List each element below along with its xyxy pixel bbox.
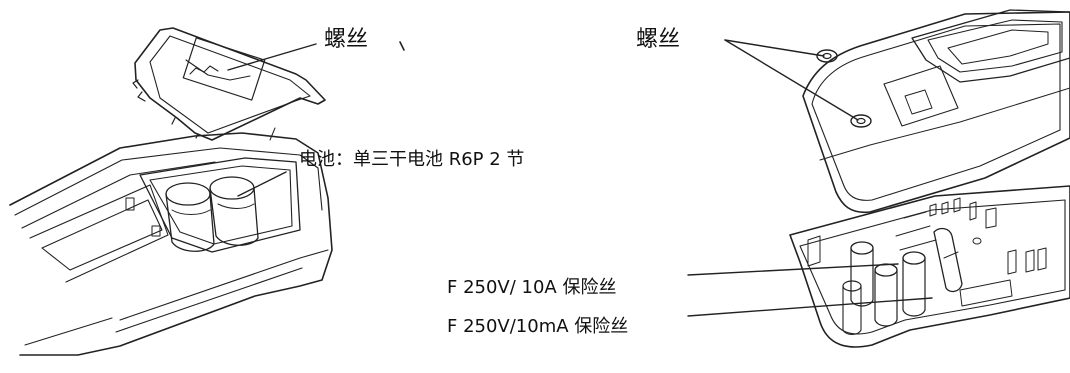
fuse-10a-leader bbox=[687, 263, 899, 276]
label-fuse-10a: F 250V/ 10A 保险丝 bbox=[447, 277, 617, 298]
screw-leader-left bbox=[227, 43, 317, 71]
left-meter-body bbox=[9, 127, 333, 356]
screw-leader-right-1 bbox=[724, 39, 825, 57]
label-screw-right: 螺丝 bbox=[636, 27, 681, 52]
screw-leader-right-2 bbox=[724, 39, 859, 121]
label-fuse-10ma: F 250V/10mA 保险丝 bbox=[447, 316, 629, 337]
battery-leader bbox=[237, 171, 287, 197]
label-battery: 电池：单三干电池 R6P 2 节 bbox=[299, 149, 525, 170]
right-meter-inside bbox=[687, 185, 1070, 348]
fuse-10ma-leader bbox=[687, 297, 933, 317]
left-battery-cover bbox=[132, 27, 326, 141]
label-screw-left: 螺丝 bbox=[324, 27, 369, 52]
right-meter-top bbox=[724, 9, 1070, 214]
